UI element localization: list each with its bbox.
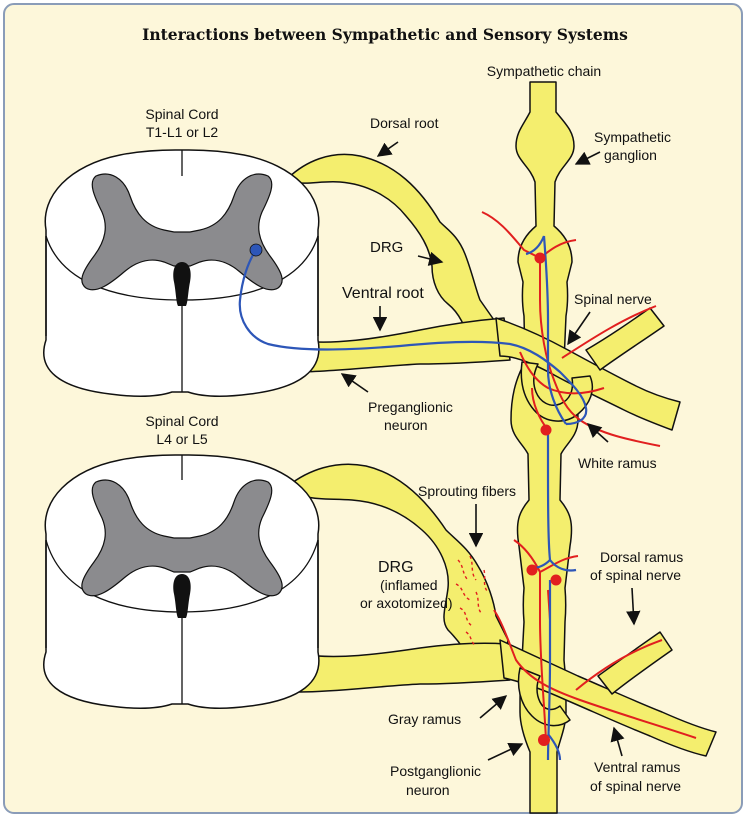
- label-drg-top: DRG: [370, 239, 403, 256]
- label-white-ramus: White ramus: [578, 455, 657, 471]
- postganglionic-soma: [538, 734, 550, 746]
- label-sympathetic-ganglion-2: ganglion: [604, 147, 657, 163]
- label-cord-top-name: Spinal Cord: [145, 106, 218, 122]
- diagram-title: Interactions between Sympathetic and Sen…: [142, 25, 628, 44]
- label-postganglionic-1: Postganglionic: [390, 763, 481, 779]
- label-drg-bottom-note-1: (inflamed: [380, 577, 438, 593]
- preganglionic-soma: [250, 244, 262, 256]
- label-cord-top-level: T1-L1 or L2: [146, 124, 219, 140]
- label-postganglionic-2: neuron: [406, 782, 450, 798]
- label-dorsal-root: Dorsal root: [370, 115, 439, 131]
- spinal-cord-bottom: [44, 455, 319, 708]
- label-cord-bottom-level: L4 or L5: [156, 431, 208, 447]
- label-drg-bottom-note-2: or axotomized): [360, 595, 453, 611]
- label-spinal-nerve: Spinal nerve: [574, 291, 652, 307]
- label-preganglionic-2: neuron: [384, 417, 428, 433]
- label-sprouting-fibers: Sprouting fibers: [418, 483, 516, 499]
- label-sympathetic-ganglion-1: Sympathetic: [594, 129, 671, 145]
- label-ventral-root: Ventral root: [342, 285, 424, 302]
- label-gray-ramus: Gray ramus: [388, 711, 461, 727]
- spinal-cord-top: [44, 150, 319, 396]
- label-drg-bottom: DRG: [378, 559, 414, 576]
- label-sympathetic-chain: Sympathetic chain: [487, 63, 601, 79]
- label-dorsal-ramus-2: of spinal nerve: [590, 567, 681, 583]
- label-cord-bottom-name: Spinal Cord: [145, 413, 218, 429]
- label-ventral-ramus-2: of spinal nerve: [590, 778, 681, 794]
- label-dorsal-ramus-1: Dorsal ramus: [600, 549, 683, 565]
- label-ventral-ramus-1: Ventral ramus: [594, 759, 680, 775]
- label-preganglionic-1: Preganglionic: [368, 399, 453, 415]
